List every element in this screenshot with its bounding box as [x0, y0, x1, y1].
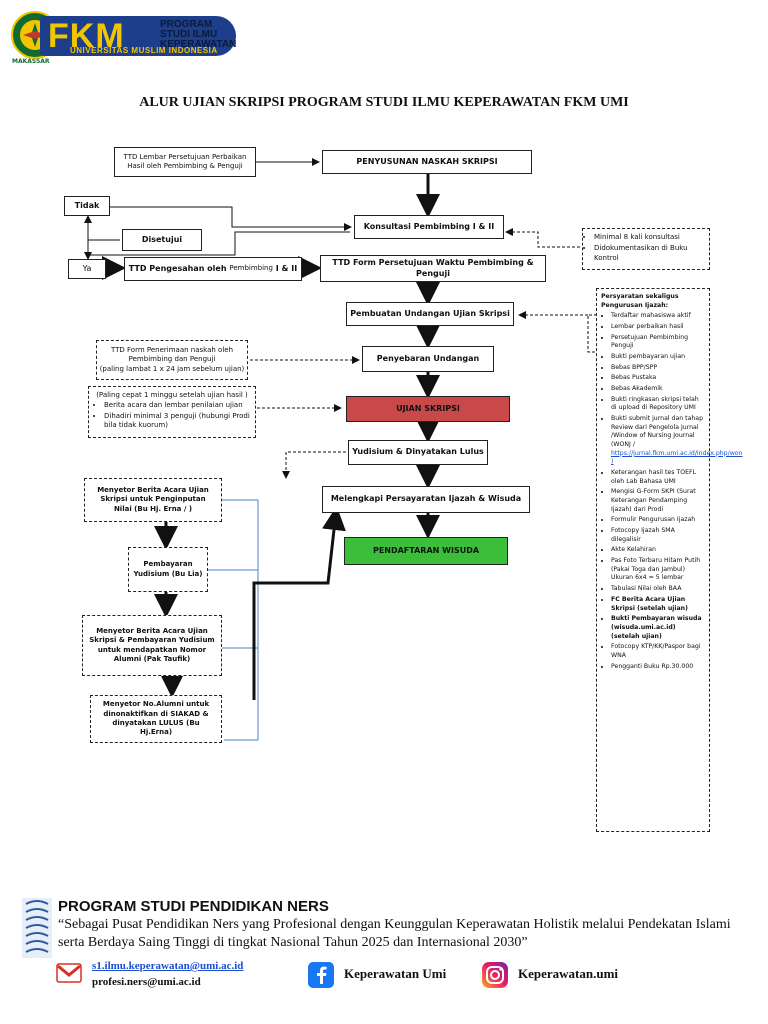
- node-ya: Ya: [68, 259, 106, 279]
- logo-line-1: PROGRAM: [160, 19, 213, 30]
- requirements-heading-2: Pengurusan Ijazah:: [601, 301, 669, 309]
- node-ttd-perbaikan: TTD Lembar Persetujuan Perbaikan Hasil o…: [114, 147, 256, 177]
- requirements-panel: Persyaratan sekaligus Pengurusan Ijazah:…: [596, 288, 742, 832]
- step-nonaktif-siakad: Menyetor No.Alumni untuk dinonaktifkan d…: [90, 695, 222, 743]
- note-penerimaan-line2: Pembimbing dan Penguji: [128, 355, 216, 364]
- instagram-icon: [482, 962, 508, 988]
- node-tidak: Tidak: [64, 196, 110, 216]
- gmail-icon: [56, 963, 82, 983]
- note-penerimaan-line1: TTD Form Penerimaan naskah oleh: [110, 345, 234, 354]
- email-link-1[interactable]: s1.ilmu.keperawatan@umi.ac.id: [92, 960, 244, 972]
- req-item: Bukti Pembayaran wisuda (wisuda.umi.ac.i…: [611, 615, 705, 641]
- dashed-notes-konsultasi: [505, 228, 580, 248]
- req-item: Persetujuan Pembimbing Penguji: [611, 334, 705, 351]
- blue-bracket-line: [222, 499, 259, 741]
- logo-program-text: PROGRAM STUDI ILMU KEPERAWATAN: [160, 20, 236, 50]
- seal-caption: MAKASSAR: [12, 58, 50, 65]
- node-penyusunan: PENYUSUNAN NASKAH SKRIPSI: [322, 150, 532, 174]
- req-item: Bukti ringkasan skripsi telah di upload …: [611, 396, 705, 413]
- note-konsultasi-item: Didokumentasikan di Buku Kontrol: [594, 244, 709, 263]
- pendaftaran-label: PENDAFTARAN WISUDA: [372, 545, 480, 555]
- req-jurnal-link[interactable]: https://jurnal.fkm.umi.ac.id/index.php/w…: [611, 449, 743, 466]
- logo-line-3: KEPERAWATAN: [160, 39, 237, 50]
- step-pembayaran-line2: Yudisium (Bu Lia): [133, 569, 203, 578]
- node-ujian-skripsi: UJIAN SKRIPSI: [346, 396, 510, 422]
- req-item: FC Berita Acara Ujian Skripsi (setelah u…: [611, 596, 705, 613]
- node-pendaftaran-wisuda: PENDAFTARAN WISUDA: [344, 537, 508, 565]
- logo-university-text: UNIVERSITAS MUSLIM INDONESIA: [70, 46, 218, 55]
- req-item: Formulir Pengurusan Ijazah: [611, 516, 705, 525]
- step-setor-nilai: Menyetor Berita Acara Ujian Skripsi untu…: [84, 478, 222, 522]
- pengesahan-text-a: TTD Pengesahan oleh: [128, 263, 227, 273]
- note-konsultasi-list: Minimal 8 kali konsultasi Didokumentasik…: [583, 233, 709, 265]
- note-ujian-item: Berita acara dan lembar penilaian ujian: [104, 401, 251, 410]
- req-item: Bebas Akademik: [611, 385, 705, 394]
- req-item: Mengisi G-Form SKPI (Surat Keterangan Pe…: [611, 488, 705, 514]
- line-konsultasi-branch: [88, 231, 350, 256]
- flow-connectors: [84, 158, 597, 741]
- requirements-list: Terdaftar mahasiswa aktif Lembar perbaik…: [601, 312, 742, 672]
- note-penerimaan: TTD Form Penerimaan naskah oleh Pembimbi…: [96, 340, 248, 380]
- facebook-label[interactable]: Keperawatan Umi: [344, 966, 447, 981]
- note-konsultasi-item: Minimal 8 kali konsultasi: [594, 233, 709, 242]
- note-ujian-item: Dihadiri minimal 3 penguji (hubungi Prod…: [104, 412, 251, 431]
- req-item: Tabulasi Nilai oleh BAA: [611, 585, 705, 594]
- note-ujian: (Paling cepat 1 minggu setelah ujian has…: [88, 386, 256, 438]
- node-pembuatan-undangan: Pembuatan Undangan Ujian Skripsi: [346, 302, 514, 326]
- logo-line-2: STUDI ILMU: [160, 29, 218, 40]
- logo-banner: [40, 16, 236, 56]
- req-item: Fotocopy KTP/KK/Paspor bagi WNA: [611, 643, 705, 660]
- note-ujian-head: (Paling cepat 1 minggu setelah ujian has…: [96, 391, 248, 400]
- ners-ornament-icon: [22, 898, 52, 958]
- req-item: Fotocopy Ijazah SMA dilegalisir: [611, 527, 705, 544]
- instagram-label[interactable]: Keperawatan.umi: [518, 966, 619, 981]
- pengesahan-text-c: I & II: [275, 263, 298, 273]
- step-nomor-alumni: Menyetor Berita Acara Ujian Skripsi & Pe…: [82, 615, 222, 676]
- req-item: Terdaftar mahasiswa aktif: [611, 312, 705, 321]
- fkm-logo: FKM PROGRAM STUDI ILMU KEPERAWATAN UNIVE…: [10, 10, 236, 65]
- req-item: Pas Foto Terbaru Hitam Putih (Pakai Toga…: [611, 557, 705, 583]
- footer-motto: “Sebagai Pusat Pendidikan Ners yang Prof…: [58, 917, 731, 950]
- req-item-jurnal-text: Bukti submit jurnal dan tahap Review dar…: [611, 415, 704, 449]
- node-yudisium: Yudisium & Dinyatakan Lulus: [348, 440, 488, 465]
- req-item: Akte Kelahiran: [611, 546, 705, 555]
- page-title: ALUR UJIAN SKRIPSI PROGRAM STUDI ILMU KE…: [139, 95, 629, 110]
- note-penerimaan-line3: (paling lambat 1 x 24 jam sebelum ujian): [99, 364, 245, 373]
- note-konsultasi: Minimal 8 kali konsultasi Didokumentasik…: [582, 228, 710, 270]
- node-penyebaran: Penyebaran Undangan: [362, 346, 494, 372]
- pengesahan-text-b: Pembimbing: [229, 264, 273, 273]
- req-item: Pengganti Buku Rp.30.000: [611, 663, 705, 672]
- node-form-persetujuan: TTD Form Persetujuan Waktu Pembimbing & …: [320, 255, 546, 282]
- requirements-heading-1: Persyaratan sekaligus: [601, 293, 679, 300]
- logo-fkm-text: FKM: [48, 17, 125, 55]
- req-item: Bebas Pustaka: [611, 374, 705, 383]
- footer-title: PROGRAM STUDI PENDIDIKAN NERS: [58, 898, 329, 915]
- email-text-2: profesi.ners@umi.ac.id: [92, 976, 201, 988]
- step-pembayaran-yudisium: Pembayaran Yudisium (Bu Lia): [128, 547, 208, 592]
- dashed-req-bracket: [587, 314, 597, 353]
- req-item: Lembar perbaikan hasil: [611, 323, 705, 332]
- ujian-label: UJIAN SKRIPSI: [396, 403, 460, 413]
- node-melengkapi: Melengkapi Persayaratan Ijazah & Wisuda: [322, 486, 530, 513]
- step-pembayaran-line1: Pembayaran: [143, 560, 193, 569]
- note-ujian-list: Berita acara dan lembar penilaian ujian …: [93, 401, 251, 433]
- node-disetujui: Disetujui: [122, 229, 202, 251]
- req-item: Bebas BPP/SPP: [611, 364, 705, 373]
- req-item-jurnal: Bukti submit jurnal dan tahap Review dar…: [611, 415, 742, 467]
- arrow-tidak-konsultasi: [110, 206, 352, 231]
- dashed-yudisium-left: [282, 451, 346, 479]
- node-pengesahan: TTD Pengesahan oleh Pembimbing I & II: [124, 257, 302, 281]
- node-konsultasi: Konsultasi Pembimbing I & II: [354, 215, 504, 239]
- arrow-left-to-melengkapi: [252, 506, 346, 700]
- facebook-icon: [308, 962, 334, 988]
- req-item: Bukti pembayaran ujian: [611, 353, 705, 362]
- req-item: Keterangan hasil tes TOEFL oleh Lab Baha…: [611, 469, 705, 486]
